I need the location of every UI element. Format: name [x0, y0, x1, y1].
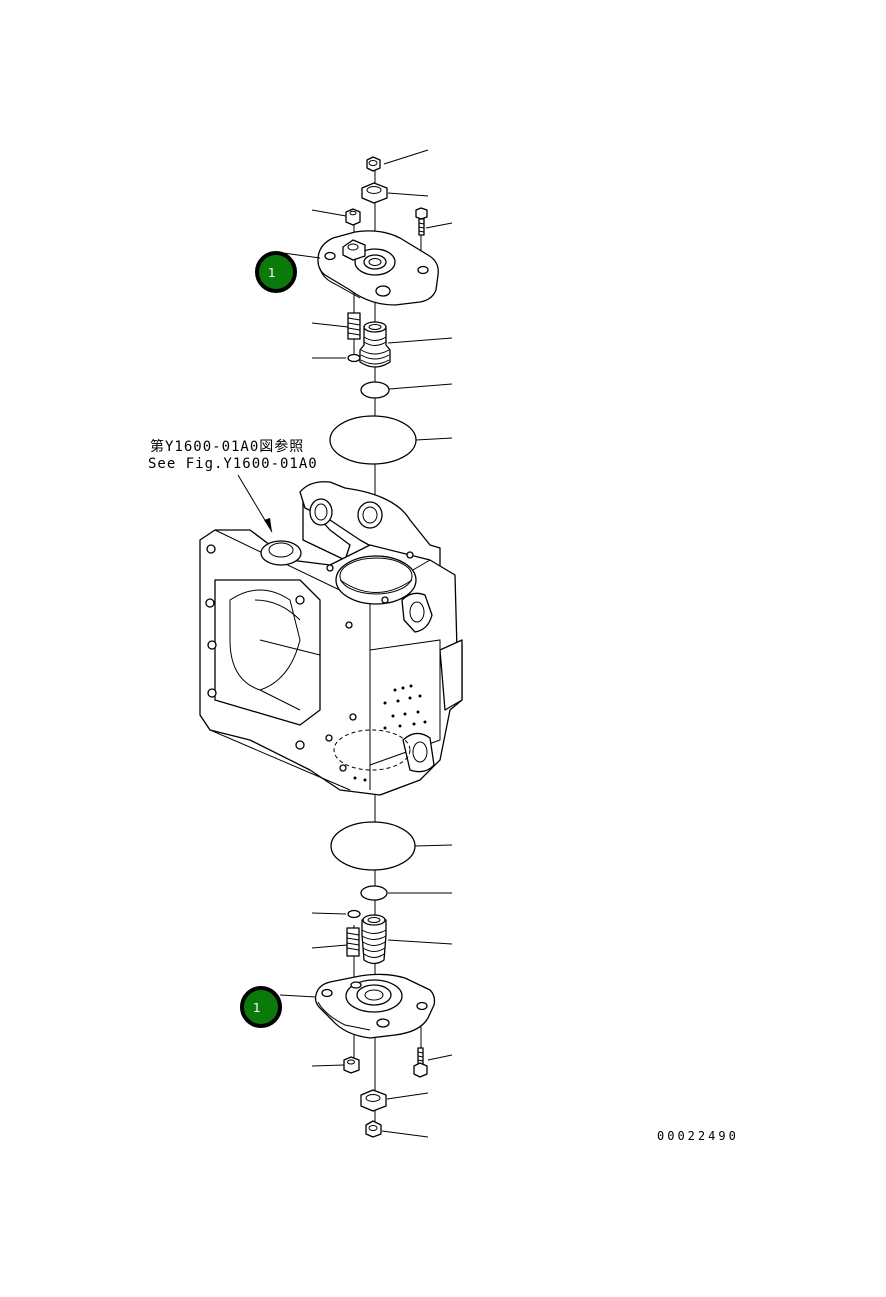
top-small-nut: [366, 156, 381, 172]
bottom-small-nut: [365, 1120, 382, 1138]
bottom-plug: [343, 1056, 360, 1074]
top-large-nut: [361, 182, 388, 204]
bottom-medium-oring: [360, 885, 388, 901]
callout-1-bottom-label: 1: [253, 1001, 261, 1015]
top-cover-plate: [317, 230, 439, 306]
bottom-valve-spring: [361, 914, 387, 965]
top-small-oring: [347, 353, 361, 363]
pump-housing: [199, 481, 463, 796]
drawing-code: 00022490: [657, 1129, 739, 1143]
top-valve-spring: [359, 321, 391, 368]
callout-1-bottom[interactable]: 1: [240, 986, 282, 1028]
reference-note-en: See Fig.Y1600-01A0: [148, 456, 318, 472]
bottom-large-nut: [360, 1089, 387, 1112]
housing-hole-pattern: [353, 684, 427, 782]
top-small-spring: [347, 312, 361, 340]
callout-1-top[interactable]: 1: [255, 251, 297, 293]
bottom-bolt: [413, 1047, 428, 1078]
top-cover-assembly: [317, 156, 439, 465]
leader-lines: [237, 149, 453, 1138]
callout-1-top-label: 1: [268, 266, 276, 280]
top-large-oring: [329, 415, 417, 465]
top-bolt: [415, 207, 428, 236]
bottom-cover-assembly: [314, 821, 436, 1138]
top-plug: [345, 208, 361, 226]
bottom-large-oring: [330, 821, 416, 871]
top-medium-oring: [360, 381, 390, 399]
reference-note-jp: 第Y1600-01A0図参照: [150, 438, 304, 455]
bottom-small-spring: [346, 927, 360, 957]
bottom-small-oring: [347, 909, 361, 919]
bottom-cover-plate: [314, 973, 436, 1039]
